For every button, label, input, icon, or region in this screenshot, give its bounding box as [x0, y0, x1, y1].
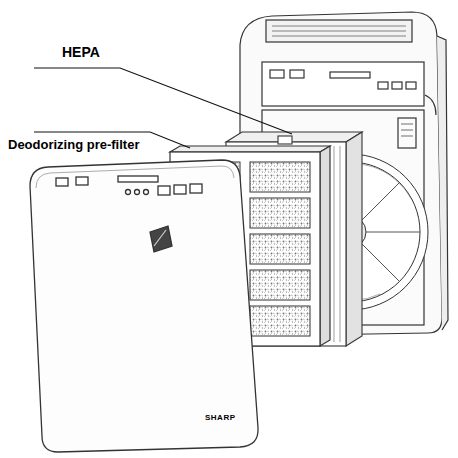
part-label: HEPA: [62, 44, 100, 60]
logo-badge: [150, 226, 172, 252]
leader-line: [34, 68, 292, 148]
part-label: Deodorizing pre-filter: [8, 137, 139, 152]
front-panel: [30, 160, 258, 452]
brand-logo: SHARP: [205, 413, 236, 422]
